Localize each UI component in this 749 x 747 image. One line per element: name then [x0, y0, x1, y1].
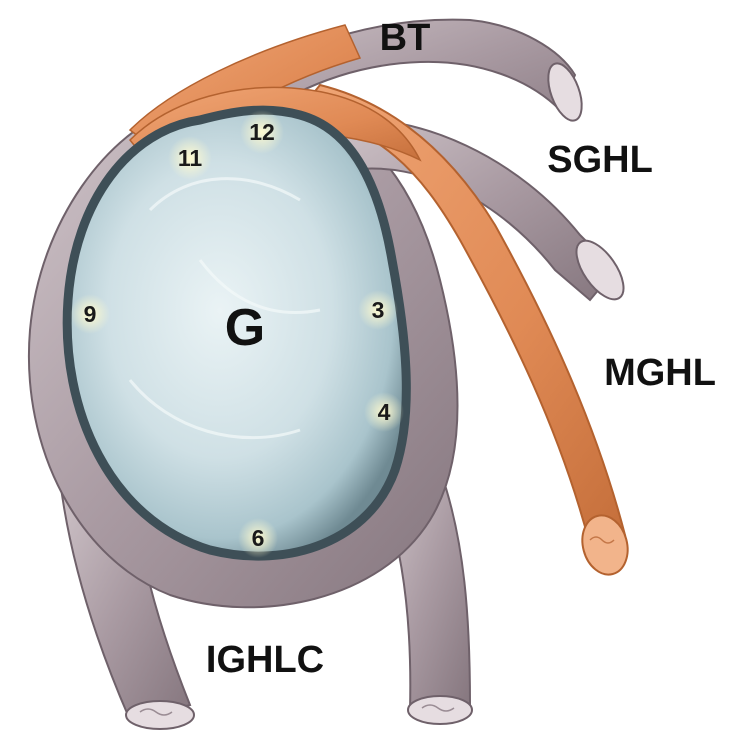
ighlc-label: IGHLC: [206, 639, 324, 681]
clock-4: 4: [378, 399, 391, 425]
clock-9: 9: [84, 301, 97, 327]
glenoid-label: G: [225, 299, 265, 357]
clock-11: 11: [178, 145, 203, 171]
clock-12: 12: [249, 119, 275, 145]
clock-3: 3: [372, 297, 385, 323]
sghl-label: SGHL: [547, 139, 653, 181]
mghl-label: MGHL: [604, 352, 716, 394]
clock-6: 6: [252, 525, 265, 551]
bt-label: BT: [380, 17, 431, 59]
